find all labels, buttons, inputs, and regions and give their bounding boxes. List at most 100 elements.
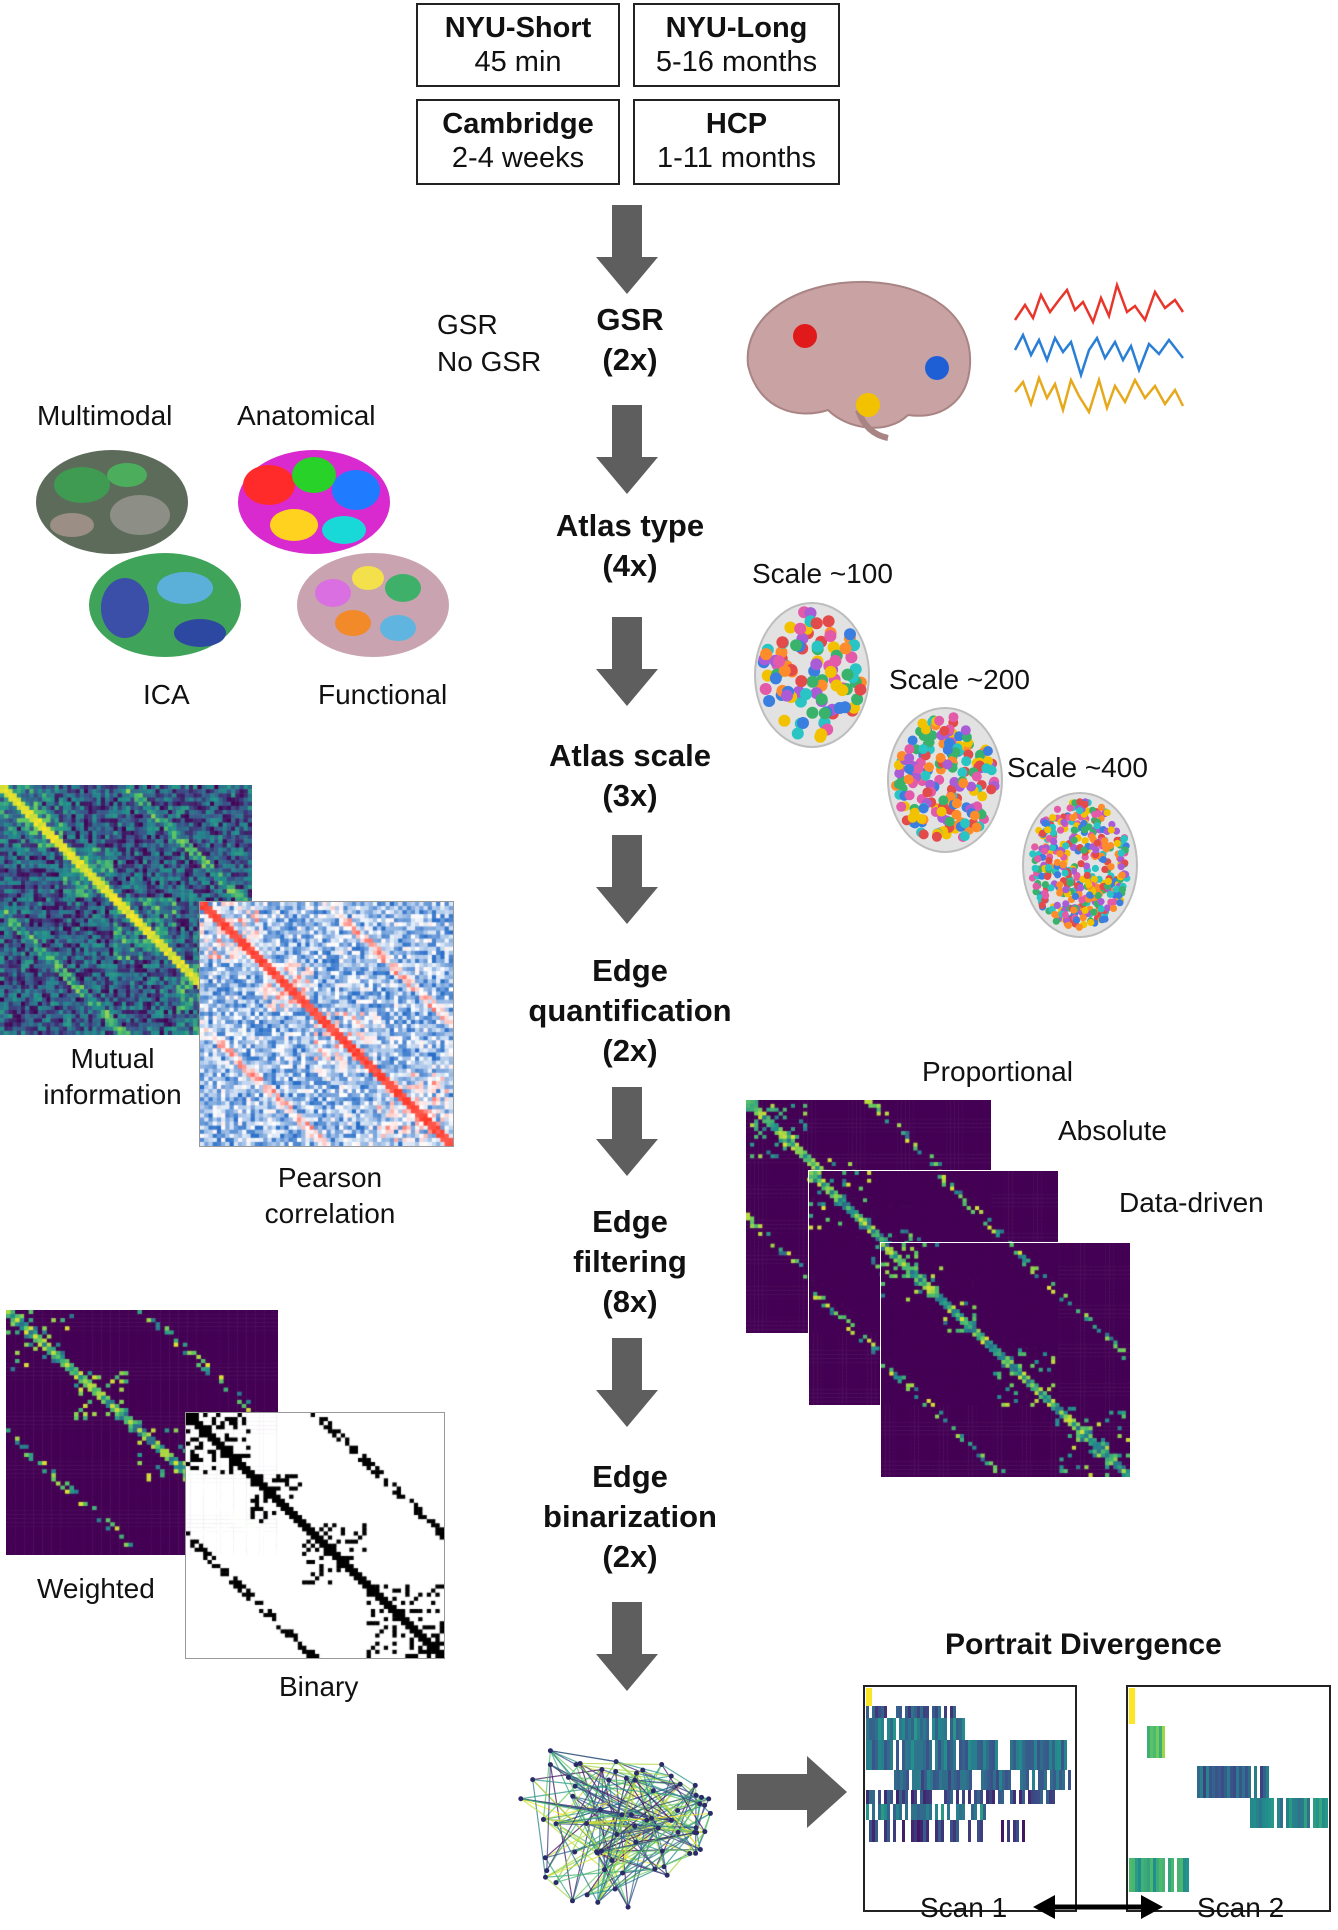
- node-sphere: [1070, 836, 1078, 844]
- node-sphere: [1057, 826, 1065, 834]
- node-yellow: [856, 393, 880, 417]
- graph-edge: [555, 1798, 709, 1825]
- graph-node: [649, 1815, 655, 1821]
- portrait-cell: [980, 1790, 983, 1804]
- portrait-cell: [990, 1770, 993, 1790]
- step-atlas-type: Atlas type (4x): [510, 506, 750, 586]
- node-sphere: [1061, 869, 1069, 877]
- portrait-cell: [1153, 1858, 1156, 1892]
- graph-node: [628, 1812, 634, 1818]
- portrait-cell: [899, 1804, 902, 1820]
- bold-timeseries: [1013, 280, 1185, 415]
- portrait-cell: [920, 1718, 923, 1740]
- graph-edge: [532, 1779, 709, 1800]
- portrait-cell: [906, 1770, 909, 1790]
- node-sphere: [794, 622, 807, 635]
- node-sphere: [1060, 818, 1068, 826]
- portrait-cell: [1064, 1740, 1067, 1770]
- graph-edge: [616, 1819, 672, 1836]
- portrait-cell: [1268, 1798, 1271, 1828]
- graph-node: [565, 1774, 571, 1780]
- node-sphere: [810, 617, 823, 630]
- graph-node: [661, 1864, 667, 1870]
- portrait-cell: [905, 1804, 908, 1820]
- portrait-cell: [980, 1820, 983, 1842]
- node-sphere: [799, 688, 812, 701]
- graph-node: [609, 1858, 615, 1864]
- graph-edge: [601, 1831, 695, 1852]
- node-sphere: [904, 744, 915, 755]
- graph-node: [619, 1812, 625, 1818]
- portrait-cell: [1010, 1740, 1013, 1770]
- portrait-cell: [1186, 1858, 1189, 1892]
- portrait-cell: [926, 1820, 929, 1842]
- portrait-bars-1: [866, 1688, 1071, 1842]
- portrait-cell: [1256, 1798, 1259, 1828]
- step-count: (2x): [602, 1033, 658, 1068]
- portrait-cell: [950, 1790, 953, 1804]
- node-sphere: [815, 728, 828, 741]
- portrait-cell: [902, 1740, 905, 1770]
- edge-filter-data-driven: Data-driven: [1119, 1187, 1264, 1218]
- node-sphere: [1049, 814, 1057, 822]
- portrait-cell: [1049, 1740, 1052, 1770]
- node-sphere: [1081, 837, 1089, 845]
- graph-edges: [520, 1750, 711, 1908]
- portrait-cell: [938, 1820, 941, 1842]
- graph-edge: [574, 1768, 603, 1787]
- node-sphere: [925, 779, 936, 790]
- node-red: [793, 324, 817, 348]
- graph-edge: [545, 1827, 659, 1859]
- graph-node: [687, 1851, 693, 1857]
- graph-edge: [597, 1814, 623, 1903]
- dataset-duration: 1-11 months: [656, 142, 817, 174]
- node-sphere: [1032, 882, 1040, 890]
- graph-node: [540, 1816, 546, 1822]
- portrait-cell: [1046, 1740, 1049, 1770]
- portrait-cell: [1322, 1798, 1325, 1828]
- node-blue: [925, 356, 949, 380]
- portrait-cell: [935, 1740, 938, 1770]
- graph-node: [572, 1849, 578, 1855]
- portrait-cell: [872, 1718, 875, 1740]
- portrait-cell: [1260, 1766, 1263, 1798]
- portrait-cell: [1008, 1770, 1011, 1790]
- portrait-cell: [1020, 1770, 1023, 1790]
- graph-edge: [586, 1822, 636, 1843]
- portrait-cell: [894, 1770, 897, 1790]
- step-gsr: GSR (2x): [560, 300, 700, 380]
- graph-edge: [616, 1804, 705, 1835]
- portrait-cell: [957, 1770, 960, 1790]
- node-sphere: [1073, 916, 1081, 924]
- node-sphere: [904, 763, 914, 774]
- node-sphere: [1104, 877, 1112, 885]
- graph-edge: [622, 1796, 702, 1874]
- portrait-cell: [1043, 1740, 1046, 1770]
- edge-quant-mutual-information: Mutual information: [30, 1041, 195, 1113]
- portrait-cell: [926, 1804, 929, 1820]
- portrait-cell: [1038, 1770, 1041, 1790]
- portrait-cell: [981, 1770, 984, 1790]
- node-sphere: [1054, 871, 1062, 879]
- portrait-cell: [924, 1770, 927, 1790]
- node-sphere: [1092, 846, 1100, 854]
- dataset-name: NYU-Long: [665, 12, 808, 44]
- node-sphere: [1099, 856, 1107, 864]
- edge-binarization-binary: Binary: [279, 1671, 359, 1702]
- step-title-line1: Edge: [592, 953, 668, 988]
- graph-edge: [546, 1761, 617, 1871]
- portrait-cell: [1150, 1726, 1153, 1758]
- node-sphere: [1117, 863, 1125, 871]
- portrait-cell: [1016, 1740, 1019, 1770]
- node-sphere: [1056, 887, 1064, 895]
- atlas-type-functional: Functional: [318, 679, 448, 710]
- node-sphere: [920, 770, 931, 781]
- portrait-cell: [1005, 1770, 1008, 1790]
- node-sphere: [1116, 899, 1124, 907]
- down-arrow-4: [596, 835, 658, 924]
- portrait-cell: [986, 1740, 989, 1770]
- portrait-cell: [1162, 1858, 1165, 1892]
- graph-node: [632, 1823, 638, 1829]
- node-sphere: [822, 615, 835, 628]
- step-title-line1: Edge: [592, 1459, 668, 1494]
